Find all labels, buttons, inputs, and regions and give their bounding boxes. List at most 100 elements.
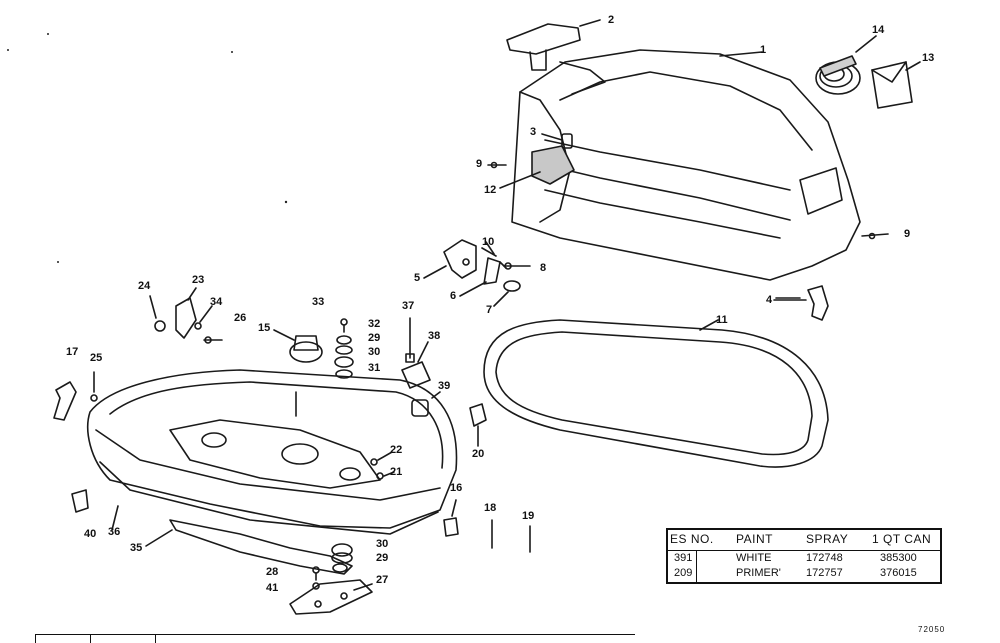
table-header-row: ES NO. PAINT SPRAY 1 QT CAN: [668, 532, 940, 548]
header-spray: SPRAY: [806, 532, 849, 546]
callout-35: 35: [130, 542, 143, 554]
handle-part: [53, 381, 77, 421]
plug-part: [443, 499, 459, 537]
gasket-part: [483, 319, 829, 468]
screw-part-21: [376, 471, 395, 480]
callout-14: 14: [872, 24, 885, 36]
callout-9-right: 9: [904, 228, 911, 240]
callout-4: 4: [766, 294, 773, 306]
hook-part: [469, 403, 487, 447]
mount-part: [273, 329, 323, 363]
table-row: 209 PRIMER' 172757 376015: [668, 567, 940, 583]
bottom-tick: [155, 634, 156, 643]
cell-paint: WHITE: [736, 552, 772, 564]
stack-washers-part: [334, 335, 354, 379]
callout-8: 8: [540, 262, 547, 274]
cell-spray: 172757: [806, 567, 843, 579]
callout-1: 1: [760, 44, 767, 56]
callout-11: 11: [716, 314, 728, 326]
callout-16: 16: [450, 482, 463, 494]
latch-stud-part: [541, 133, 573, 149]
latch-part: [423, 239, 477, 279]
callout-27: 27: [376, 574, 389, 586]
callout-34: 34: [210, 296, 223, 308]
callout-10: 10: [482, 236, 495, 248]
callout-13: 13: [922, 52, 935, 64]
engine-cover-part: [511, 49, 861, 281]
cell-spray: 172748: [806, 552, 843, 564]
callout-37: 37: [402, 300, 415, 312]
screw-lower-part: [312, 566, 320, 581]
link-plate-part: [145, 519, 353, 575]
header-es-no: ES NO.: [670, 532, 714, 546]
callout-30-upper: 30: [368, 346, 381, 358]
plug-part-40: [71, 489, 89, 513]
starter-rope-part: [815, 35, 877, 95]
bushing-part: [411, 391, 441, 417]
table-row: 391 WHITE 172748 385300: [668, 552, 940, 568]
long-bolt-part: [405, 317, 415, 363]
callout-6: 6: [450, 290, 457, 302]
bottom-rule: [35, 634, 635, 635]
callout-40: 40: [84, 528, 97, 540]
callout-24: 24: [138, 280, 151, 292]
callout-36: 36: [108, 526, 121, 538]
cell-paint: PRIMER': [736, 567, 781, 579]
lower-bracket-part: [289, 579, 373, 615]
cell-es-no: 391: [674, 552, 693, 564]
callout-2: 2: [608, 14, 615, 26]
nut-lower-part: [312, 582, 320, 590]
grommet-part: [90, 371, 98, 402]
bottom-tick: [35, 634, 36, 643]
callout-32: 32: [368, 318, 381, 330]
bracket-part: [773, 285, 829, 321]
callout-29-upper: 29: [368, 332, 381, 344]
callout-12: 12: [484, 184, 497, 196]
callout-39: 39: [438, 380, 451, 392]
callout-20: 20: [472, 448, 485, 460]
callout-26: 26: [234, 312, 247, 324]
callout-7: 7: [486, 304, 493, 316]
callout-3: 3: [530, 126, 537, 138]
grip-cap-part: [506, 19, 601, 71]
callout-41: 41: [266, 582, 279, 594]
screw-part-26: [203, 336, 223, 344]
callout-33: 33: [312, 296, 325, 308]
callout-17: 17: [66, 346, 79, 358]
clip-part-34: [194, 305, 213, 330]
nut-part-24: [149, 295, 166, 332]
callout-28: 28: [266, 566, 279, 578]
table-divider: [668, 550, 940, 551]
paint-spec-table: ES NO. PAINT SPRAY 1 QT CAN 391 WHITE 17…: [666, 528, 942, 584]
bolt-part: [340, 318, 348, 333]
callout-38: 38: [428, 330, 441, 342]
callout-21: 21: [390, 466, 403, 478]
callout-22: 22: [390, 444, 403, 456]
callout-25: 25: [90, 352, 103, 364]
pouch-part: [871, 61, 921, 109]
table-column-divider: [696, 550, 697, 584]
cell-qt-can: 376015: [880, 567, 917, 579]
cell-es-no: 209: [674, 567, 693, 579]
callout-18: 18: [484, 502, 497, 514]
callout-5: 5: [414, 272, 421, 284]
callout-19: 19: [522, 510, 535, 522]
header-qt-can: 1 QT CAN: [872, 532, 932, 546]
callout-31: 31: [368, 362, 381, 374]
rivet-part: [503, 262, 531, 270]
callout-23: 23: [192, 274, 205, 286]
clip-part: [459, 257, 501, 297]
grommet-lower-part: [331, 543, 353, 564]
lever-part: [175, 287, 197, 339]
cell-qt-can: 385300: [880, 552, 917, 564]
plate-number: 72050: [918, 625, 946, 634]
clamp-part: [401, 341, 431, 389]
screw-part-22: [370, 451, 393, 466]
bottom-tick: [90, 634, 91, 643]
screw-right-part: [861, 232, 889, 240]
callout-29-lower: 29: [376, 552, 389, 564]
callout-15: 15: [258, 322, 271, 334]
screw-left-part: [487, 161, 507, 169]
callout-30-lower: 30: [376, 538, 389, 550]
